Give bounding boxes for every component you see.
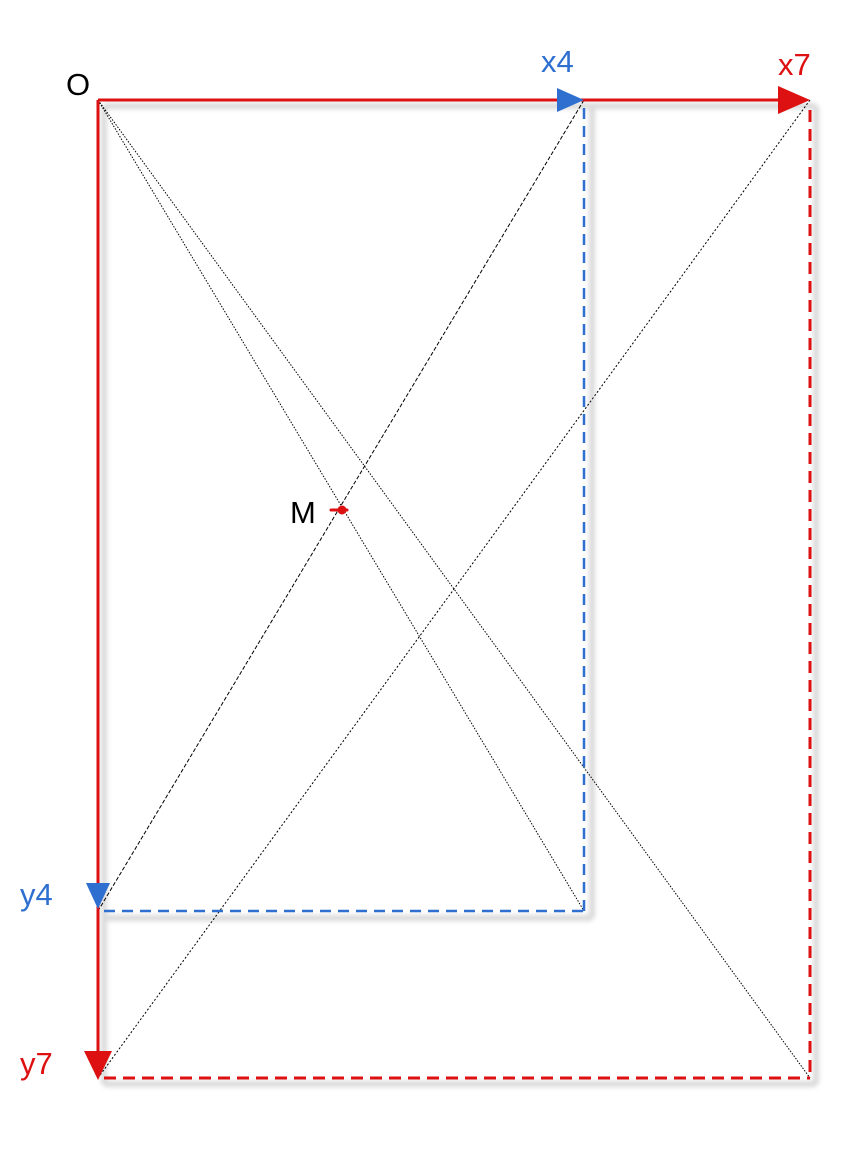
y7-label: y7 [20,1046,53,1081]
origin-label: O [66,67,90,102]
red-rectangle [104,110,812,1080]
diagonal-x4-to-y4 [97,99,585,912]
x4-label: x4 [541,44,574,79]
y7-arrowhead [84,1051,112,1080]
m-label: M [290,495,316,530]
x4-arrowhead [557,88,584,112]
blue-rectangle [104,108,586,913]
point-m-marker [329,505,349,515]
y4-label: y4 [20,877,53,912]
diagonal-lines [97,99,811,1079]
axes [96,98,785,1052]
x7-arrowhead [778,86,810,114]
shadow-layer [101,103,819,1087]
y4-arrowhead [86,883,110,909]
diagonal-o-to-x7y7 [97,99,811,1079]
diagonal-x7-to-y7 [97,99,811,1079]
x7-label: x7 [778,47,811,82]
